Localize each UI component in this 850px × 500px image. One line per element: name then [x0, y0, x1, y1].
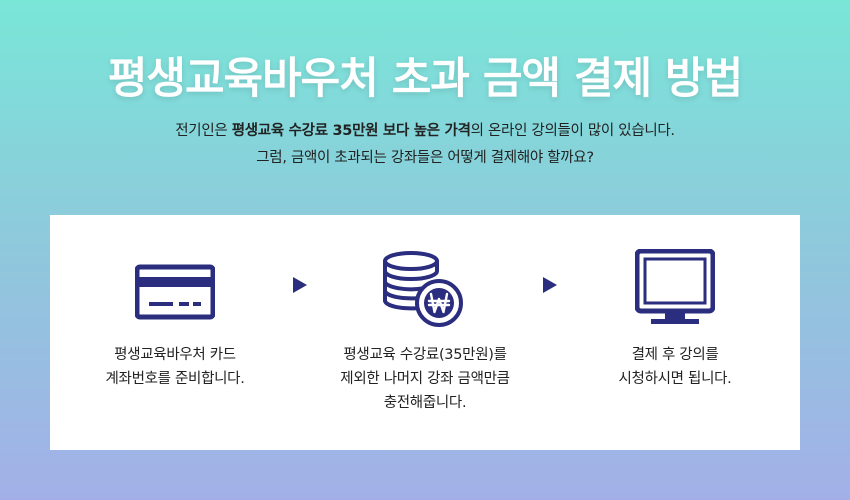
step-3-text: 결제 후 강의를 시청하시면 됩니다. — [550, 343, 800, 391]
step-1-line-1: 평생교육바우처 카드 — [114, 347, 236, 363]
credit-card-icon — [50, 249, 300, 329]
won-coins-icon — [300, 249, 550, 329]
step-1-line-2: 계좌번호를 준비합니다. — [105, 371, 245, 387]
steps-card: 평생교육바우처 카드 계좌번호를 준비합니다. — [50, 215, 800, 450]
step-3-line-1: 결제 후 강의를 — [631, 347, 719, 363]
step-card-prepare: 평생교육바우처 카드 계좌번호를 준비합니다. — [50, 215, 300, 450]
arrow-right-icon — [293, 277, 307, 293]
step-2-text: 평생교육 수강료(35만원)를 제외한 나머지 강좌 금액만큼 충전해줍니다. — [300, 343, 550, 415]
intro-line-1-suffix: 의 온라인 강의들이 많이 있습니다. — [470, 123, 675, 139]
arrow-right-icon — [543, 277, 557, 293]
step-card-charge: 평생교육 수강료(35만원)를 제외한 나머지 강좌 금액만큼 충전해줍니다. — [300, 215, 550, 450]
step-2-line-1: 평생교육 수강료(35만원)를 — [343, 347, 507, 363]
step-1-text: 평생교육바우처 카드 계좌번호를 준비합니다. — [50, 343, 300, 391]
step-card-watch: 결제 후 강의를 시청하시면 됩니다. — [550, 215, 800, 450]
step-2-line-3: 충전해줍니다. — [383, 395, 467, 411]
intro-text: 전기인은 평생교육 수강료 35만원 보다 높은 가격의 온라인 강의들이 많이… — [0, 118, 850, 172]
monitor-icon — [550, 249, 800, 329]
intro-line-1: 전기인은 평생교육 수강료 35만원 보다 높은 가격의 온라인 강의들이 많이… — [0, 118, 850, 145]
intro-line-1-prefix: 전기인은 — [175, 123, 232, 139]
intro-line-2: 그럼, 금액이 초과되는 강좌들은 어떻게 결제해야 할까요? — [256, 150, 594, 166]
step-3-line-2: 시청하시면 됩니다. — [618, 371, 732, 387]
intro-line-1-highlight: 평생교육 수강료 35만원 보다 높은 가격 — [231, 123, 471, 139]
page-title: 평생교육바우처 초과 금액 결제 방법 — [107, 54, 743, 104]
step-2-line-2: 제외한 나머지 강좌 금액만큼 — [340, 371, 510, 387]
